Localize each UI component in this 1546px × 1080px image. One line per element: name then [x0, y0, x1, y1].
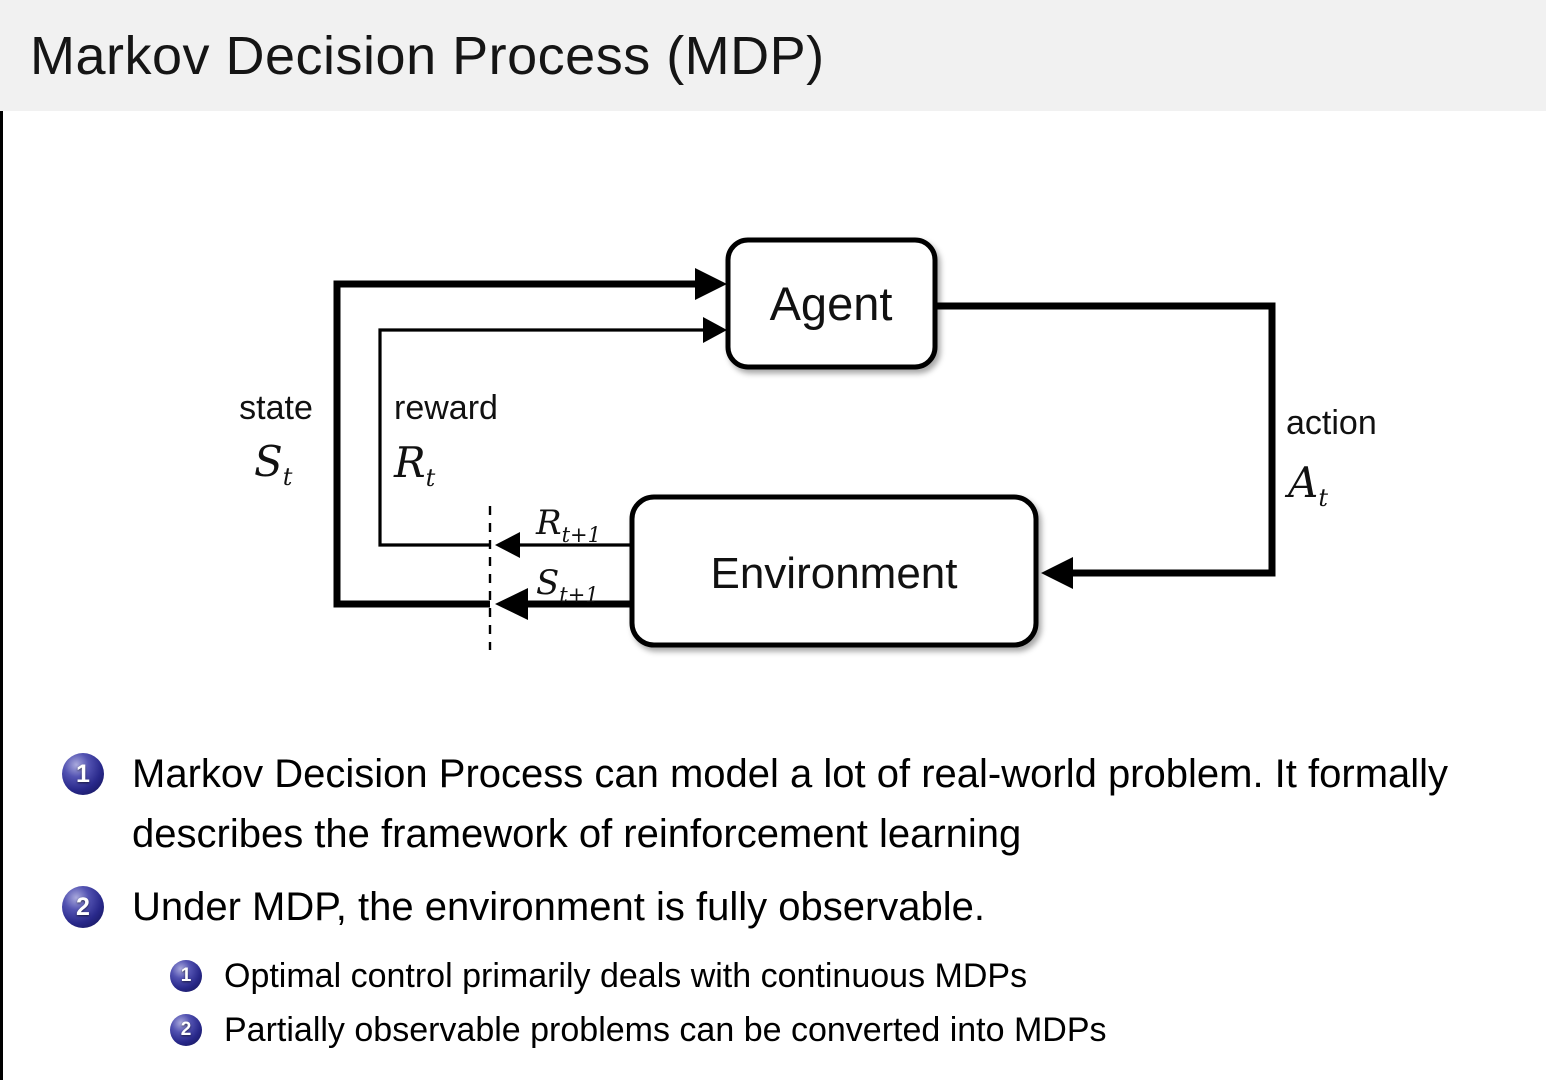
reward-label: reward — [394, 389, 498, 427]
bullet-text-2: Under MDP, the environment is fully obse… — [132, 885, 986, 929]
sub-bullet-text-2: Partially observable problems can be con… — [224, 1011, 1107, 1049]
next-reward-arrowhead — [495, 532, 520, 558]
bullet-ball-2: 2 — [62, 886, 104, 928]
bullet-ball-1: 1 — [62, 753, 104, 795]
sub-bullet-list: 1 Optimal control primarily deals with c… — [170, 950, 1508, 1056]
action-symbol: At — [1284, 458, 1328, 512]
sub-bullet-ball-2: 2 — [170, 1014, 202, 1046]
sub-bullet-item-2: 2 Partially observable problems can be c… — [170, 1004, 1508, 1056]
bullet-list: 1 Markov Decision Process can model a lo… — [62, 744, 1508, 1058]
sub-bullet-ball-1: 1 — [170, 960, 202, 992]
state-label: state — [239, 389, 313, 427]
agent-box — [725, 237, 938, 370]
action-label: action — [1286, 404, 1377, 442]
sub-bullet-text-1: Optimal control primarily deals with con… — [224, 957, 1028, 995]
reward-line — [378, 328, 706, 547]
next-reward-symbol: Rt+1 — [535, 503, 601, 547]
next-state-arrowhead — [495, 588, 528, 620]
reward-symbol: Rt — [393, 438, 436, 492]
reward-arrowhead-into-agent — [703, 317, 727, 343]
bullet-item-1: 1 Markov Decision Process can model a lo… — [62, 744, 1508, 864]
bullet-text-1: Markov Decision Process can model a lot … — [132, 752, 1449, 856]
agent-box-label: Agent — [770, 277, 893, 330]
rl-loop-diagram: Agent Environment state St reward Rt Rt+… — [239, 237, 1377, 650]
state-arrowhead-into-agent — [695, 268, 727, 300]
bullet-item-2: 2 Under MDP, the environment is fully ob… — [62, 877, 1508, 937]
next-state-symbol: St+1 — [536, 563, 599, 607]
environment-box-label: Environment — [710, 549, 957, 598]
state-symbol: St — [254, 437, 293, 491]
slide-left-border — [0, 0, 3, 1080]
action-arrowhead-into-environment — [1041, 557, 1073, 589]
page-title: Markov Decision Process (MDP) — [30, 25, 825, 86]
environment-box — [629, 494, 1039, 648]
sub-bullet-item-1: 1 Optimal control primarily deals with c… — [170, 950, 1508, 1002]
action-line — [935, 302, 1276, 577]
slide-header: Markov Decision Process (MDP) — [0, 0, 1546, 111]
state-line — [333, 280, 699, 608]
